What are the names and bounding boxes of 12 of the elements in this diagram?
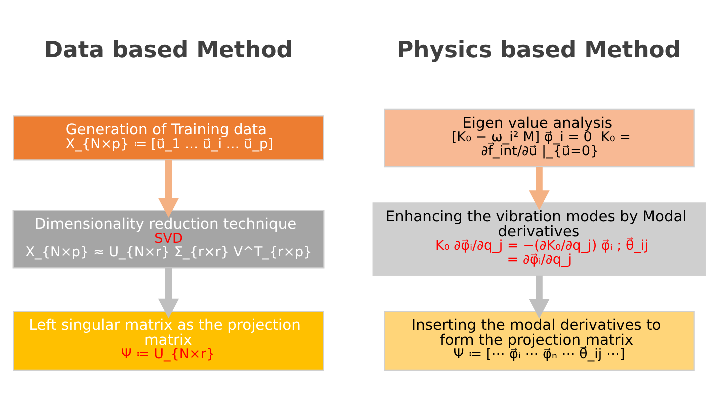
- node-box: Inserting the modal derivatives to form the projection matrix Ψ ≔ [⋯ φ⃗ᵢ ⋯ φ⃗ₙ ⋯ θ⃗_ij ⋯]: [384, 310, 695, 371]
- label: Physics based Method: [397, 36, 681, 63]
- node-box: Generation of Training data X_{N×p} ≔ [u⃗_1 … u⃗_i … u⃗_p]: [13, 115, 324, 160]
- arrow: [529, 166, 550, 210]
- node-box: Dimensionality reduction technique SVD X_{N×p} ≈ U_{N×r} Σ_{r×r} V^T_{r×p}: [12, 209, 325, 268]
- node-box: Eigen value analysis [K₀ − ω_i² M] φ⃗_i = 0 K₀ = ∂f⃗_int/∂u⃗ |_{u⃗=0}: [384, 108, 695, 168]
- arrow: [529, 275, 550, 318]
- node-box: Enhancing the vibration modes by Modal derivatives K₀ ∂φ⃗ᵢ/∂q_j = −(∂K₀/∂q_j) φ⃗ᵢ ; θ⃗_ij = ∂φ⃗ᵢ/∂q_j: [372, 202, 706, 276]
- label: Data based Method: [44, 36, 293, 63]
- arrow: [158, 160, 180, 218]
- node-box: Left singular matrix as the projection matrix Ψ ≔ U_{N×r}: [13, 310, 324, 371]
- arrow: [158, 268, 180, 318]
